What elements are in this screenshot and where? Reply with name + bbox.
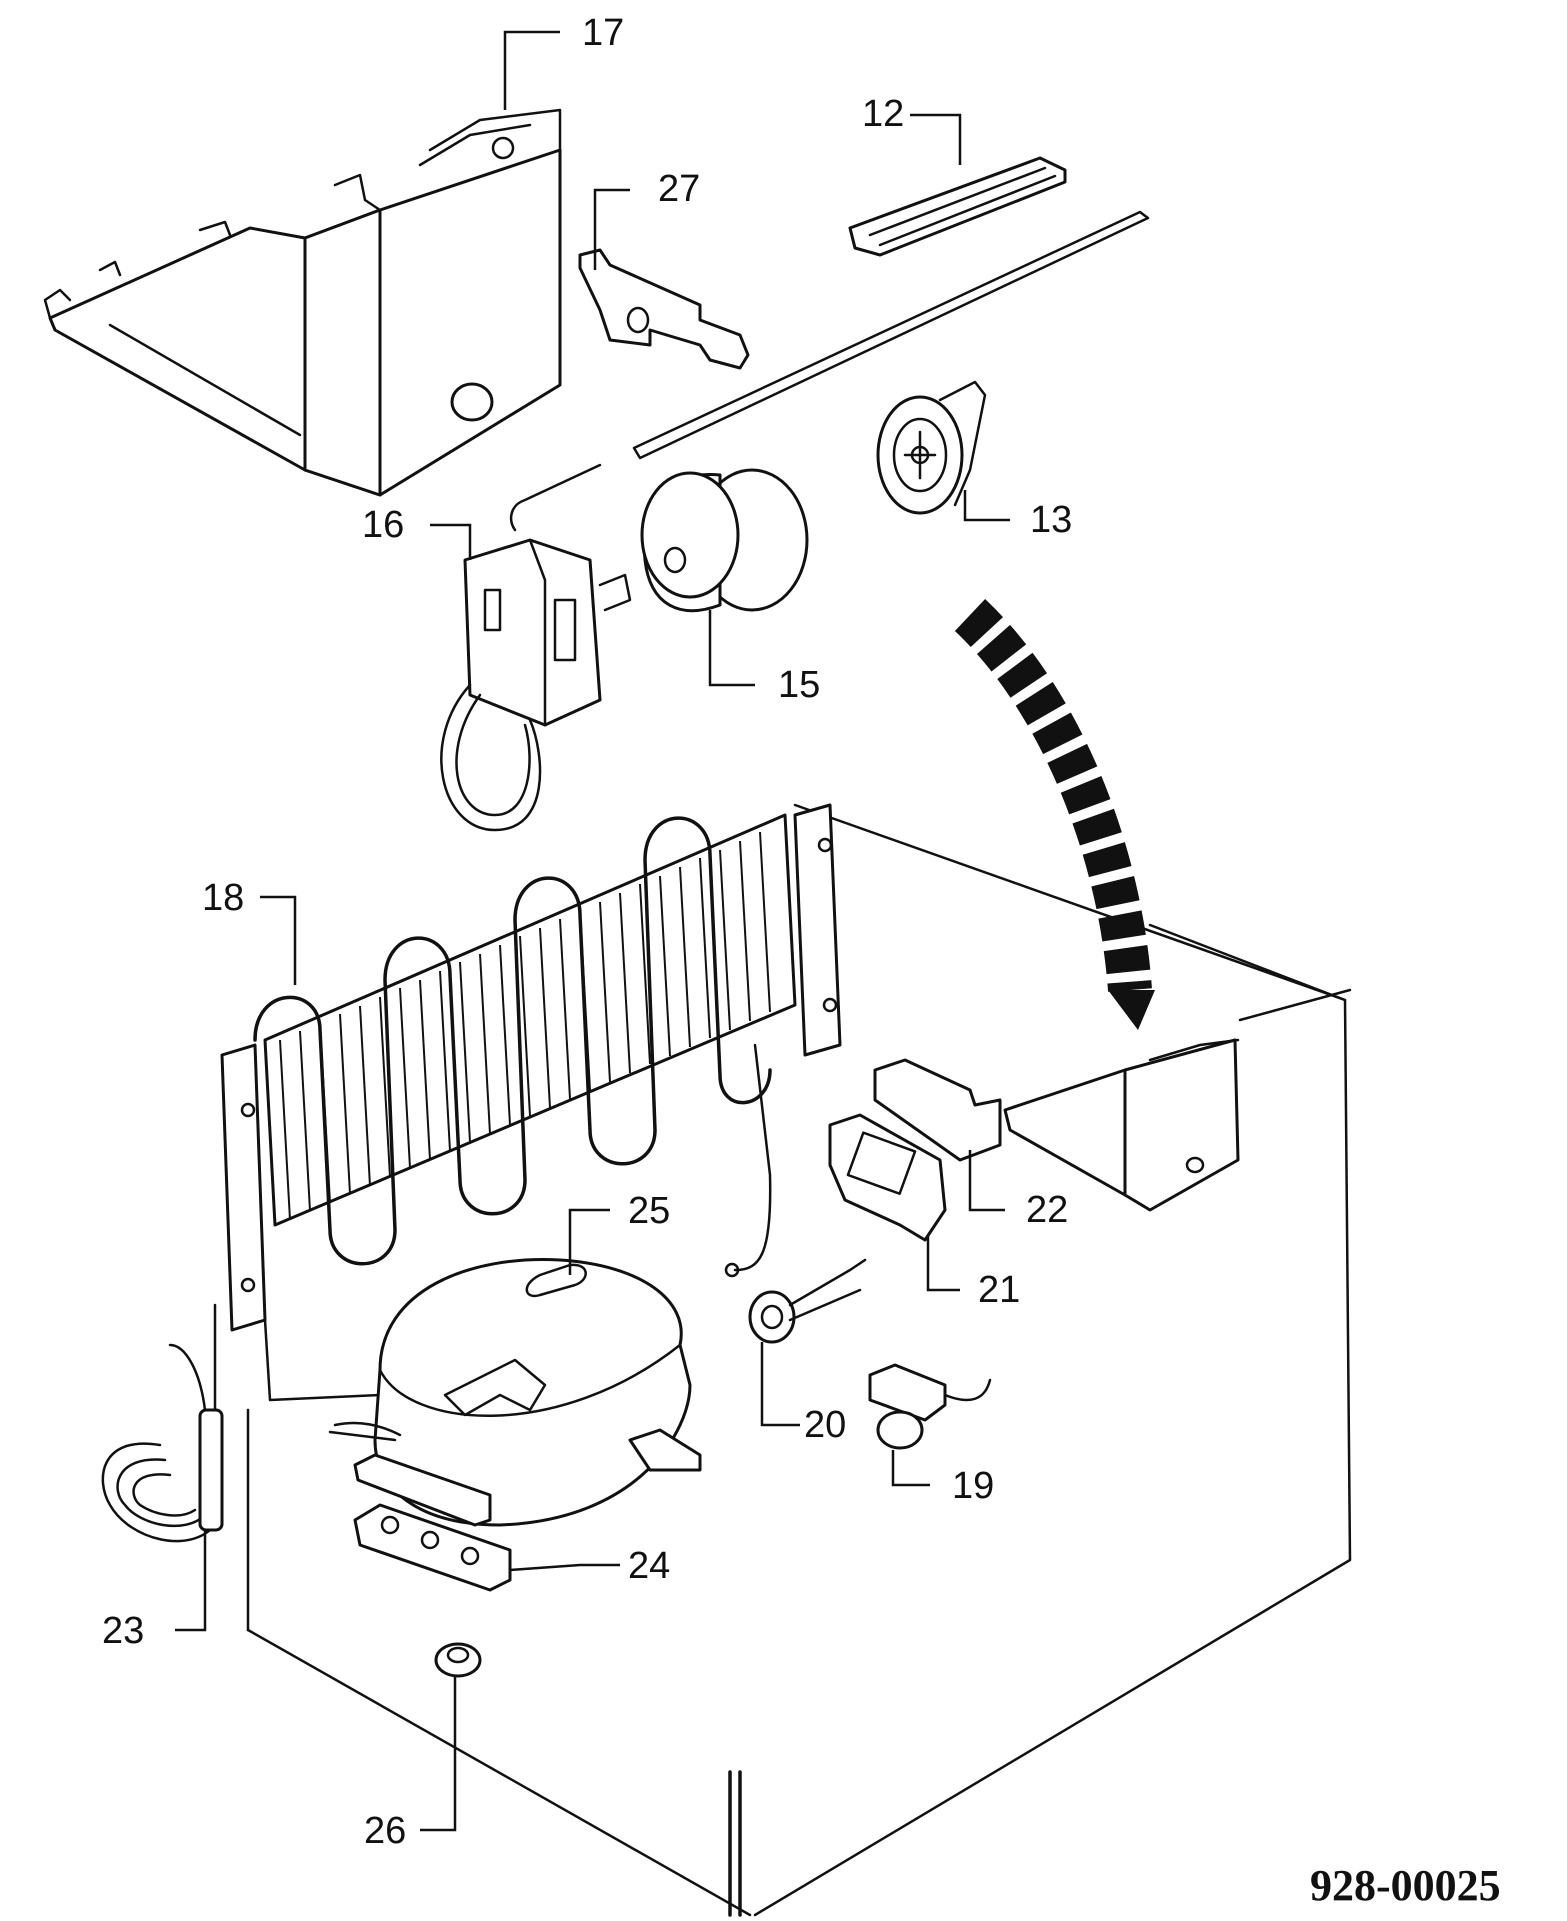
part-18-condenser: [220, 803, 842, 1402]
callout-20: 20: [804, 1404, 846, 1446]
cabinet-body: [246, 803, 1352, 1917]
callout-13: 13: [1030, 499, 1072, 541]
part-20-grommet: [748, 1258, 867, 1344]
callout-17: 17: [582, 12, 624, 54]
callout-23: 23: [102, 1610, 144, 1652]
callout-27: 27: [658, 168, 700, 210]
condenser-tubes: [253, 816, 772, 1266]
callout-15: 15: [778, 664, 820, 706]
part-19-overload-protector: [868, 1363, 992, 1450]
part-25-compressor: [328, 1258, 692, 1527]
part-17-control-box: [43, 108, 562, 497]
callout-25: 25: [628, 1190, 670, 1232]
capillary-rod: [509, 210, 1150, 532]
callout-12: 12: [862, 93, 904, 135]
leader-lines: [175, 30, 1010, 1832]
callout-19: 19: [952, 1465, 994, 1507]
callout-22: 22: [1026, 1189, 1068, 1231]
part-26-grommet: [434, 1642, 482, 1678]
callout-24: 24: [628, 1545, 670, 1587]
part-13-knob: [876, 380, 987, 515]
callout-26: 26: [364, 1810, 406, 1852]
document-number: 928-00025: [1310, 1861, 1501, 1910]
callout-18: 18: [202, 877, 244, 919]
part-16-thermostat: [440, 538, 632, 832]
part-21-relay: [828, 1113, 947, 1242]
part-24-compressor-feet: [353, 1428, 702, 1592]
part-22-relay-cover: [873, 1058, 1002, 1162]
callout-labels: 17 27 12 13 15 16 18 25 22 21 20 19 24 2…: [102, 12, 1072, 1852]
callout-21: 21: [978, 1269, 1020, 1311]
assembly-arrow: [954, 599, 1155, 1030]
part-23-capillary-coil: [101, 1303, 224, 1543]
part-27-bracket: [578, 248, 750, 370]
callout-16: 16: [362, 504, 404, 546]
part-15-thermostat-dial: [640, 468, 809, 613]
control-box-installed: [1003, 1038, 1240, 1212]
part-12-slide-rail: [848, 156, 1067, 257]
